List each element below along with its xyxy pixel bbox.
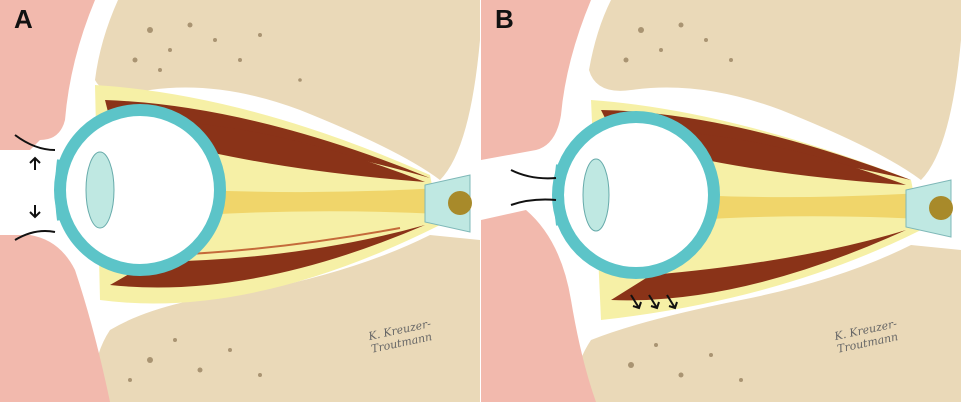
panel-label: A	[14, 4, 33, 35]
globe-sclera	[558, 117, 714, 273]
optic-nerve	[200, 188, 440, 215]
upper-eyelash	[511, 170, 556, 178]
arrow-up-icon	[30, 158, 40, 170]
lens	[583, 159, 609, 231]
panel-label: B	[495, 4, 514, 35]
lens	[86, 152, 114, 228]
nerve-stump	[929, 196, 953, 220]
lower-eyelash	[511, 200, 556, 205]
panel-a: A K. Kreuzer-Troutmann	[0, 0, 480, 402]
cornea	[559, 165, 561, 225]
panel-b: B K. Kreuzer-Troutmann	[481, 0, 961, 402]
globe-sclera	[60, 110, 220, 270]
optic-nerve	[691, 193, 921, 220]
nerve-stump	[448, 191, 472, 215]
arrow-down-icon	[30, 205, 40, 217]
cornea	[60, 160, 62, 220]
